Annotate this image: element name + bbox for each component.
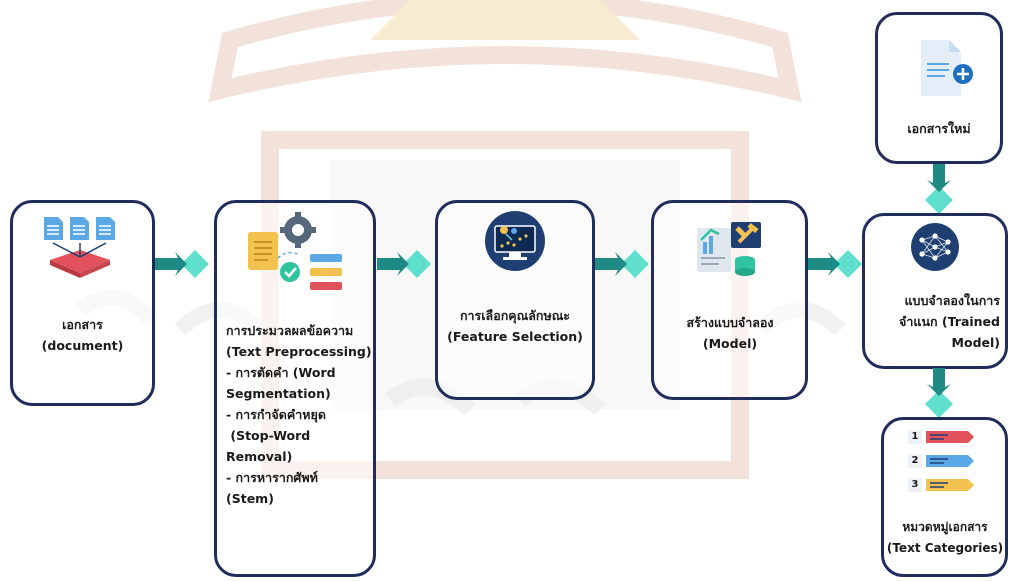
documents-icon — [44, 217, 115, 278]
arrow-model-to-trained — [808, 250, 862, 278]
arrow-new-document-to-trained — [925, 164, 953, 214]
arrow-document-to-preprocess — [155, 250, 209, 278]
arrow-trained-to-categories — [925, 368, 953, 418]
new-document-icon — [921, 40, 973, 96]
new-document-label: เอกสารใหม่ — [907, 121, 971, 136]
categories-icon: 1 2 3 — [908, 428, 978, 498]
preprocessing-icon — [248, 212, 342, 290]
new-document-node — [875, 12, 1003, 164]
category-bar-yellow — [926, 479, 974, 491]
model-label: สร้างแบบจำลอง (Model) — [686, 315, 774, 351]
categories-label: หมวดหมู่เอกสาร (Text Categories) — [886, 520, 1004, 555]
arrow-preprocess-to-feature — [377, 250, 431, 278]
category-bar-red — [926, 431, 974, 443]
category-row: 3 — [908, 478, 978, 494]
category-bar-blue — [926, 455, 974, 467]
document-label: เอกสาร (document) — [41, 317, 124, 353]
feature-label: การเลือกคุณลักษณะ (Feature Selection) — [447, 308, 583, 344]
preprocess-node — [214, 200, 376, 577]
feature-selection-icon — [485, 211, 545, 271]
categories-node — [881, 417, 1008, 577]
category-row: 1 — [908, 430, 978, 446]
preprocess-label: การประมวลผลข้อความ (Text Preprocessing) … — [226, 323, 372, 506]
model-build-icon — [697, 222, 761, 276]
trained-model-label: แบบจำลองในการ จำแนก (Trained Model) — [899, 293, 1000, 350]
category-row: 2 — [908, 454, 978, 470]
neural-network-icon — [911, 223, 959, 271]
arrow-feature-to-model — [595, 250, 649, 278]
